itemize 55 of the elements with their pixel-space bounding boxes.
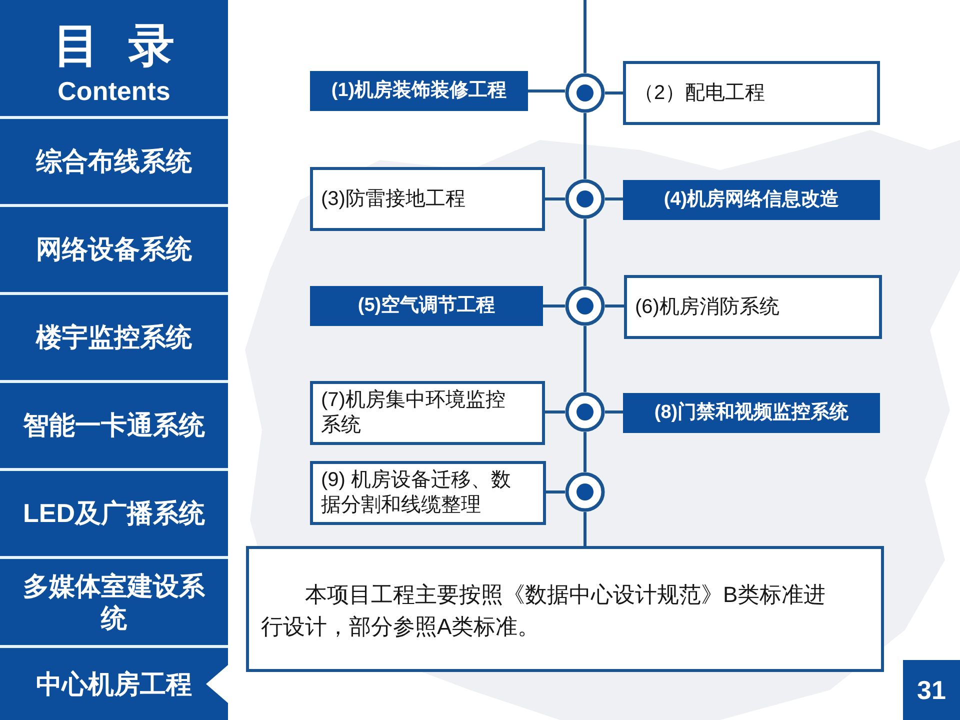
- menu-item: [0, 380, 228, 468]
- note-panel: [246, 546, 884, 672]
- contents-header-panel: [0, 0, 228, 116]
- tag-label: (4)机房网络信息改造: [664, 188, 840, 212]
- item-card: [310, 167, 545, 231]
- page-number: 31: [917, 674, 946, 706]
- tag-label: (8)门禁和视频监控系统: [654, 402, 849, 424]
- contents-subheading: Contents: [58, 76, 170, 106]
- connector-line: [584, 432, 586, 472]
- menu-label: 多媒体室建设系统: [22, 570, 206, 634]
- connector-line: [584, 113, 586, 179]
- menu-item: [0, 468, 228, 556]
- menu-item: [0, 292, 228, 380]
- connector-line: [528, 90, 565, 92]
- menu-label: 中心机房工程: [36, 668, 192, 700]
- connector-line: [605, 304, 624, 308]
- connector-line: [545, 410, 565, 414]
- connector-line: [543, 304, 565, 308]
- tag-label: (5)空气调节工程: [358, 294, 496, 318]
- active-menu-item: [0, 645, 228, 720]
- item-tag: [623, 393, 880, 433]
- note-text: 本项目工程主要按照《数据中心设计规范》B类标准进行设计，部分参照A类标准。: [261, 581, 827, 641]
- contents-heading: 目 录: [54, 20, 174, 71]
- connector-line: [605, 92, 623, 94]
- connector-line: [584, 512, 586, 546]
- item-card: [624, 275, 882, 339]
- menu-label: 综合布线系统: [36, 145, 192, 178]
- menu-label: 智能一卡通系统: [23, 409, 205, 442]
- menu-item: [0, 556, 228, 645]
- item-tag: [310, 286, 543, 326]
- connector-line: [584, 326, 586, 392]
- item-card: [310, 381, 545, 445]
- item-text: （2）配电工程: [634, 80, 766, 106]
- connector-line: [584, 0, 586, 73]
- connector-line: [584, 219, 586, 286]
- connector-line: [546, 490, 565, 494]
- page-number-badge: [903, 660, 960, 720]
- item-card: [623, 61, 880, 125]
- item-tag: [310, 71, 528, 111]
- item-text: (3)防雷接地工程: [321, 186, 466, 212]
- connector-line: [605, 198, 623, 200]
- timeline-node-circle: [565, 73, 605, 113]
- connector-line: [545, 198, 565, 200]
- connector-line: [605, 410, 623, 414]
- item-card: [310, 461, 546, 525]
- item-text: (9) 机房设备迁移、数据分割和线缆整理: [321, 468, 512, 518]
- item-text: (7)机房集中环境监控系统: [321, 388, 506, 438]
- menu-label: 楼宇监控系统: [36, 321, 192, 354]
- item-text: (6)机房消防系统: [635, 294, 780, 320]
- menu-label: 网络设备系统: [36, 233, 192, 266]
- menu-item: [0, 116, 228, 204]
- menu-item: [0, 204, 228, 292]
- item-tag: [623, 180, 880, 220]
- menu-label: LED及广播系统: [23, 497, 205, 530]
- tag-label: (1)机房装饰装修工程: [331, 80, 507, 102]
